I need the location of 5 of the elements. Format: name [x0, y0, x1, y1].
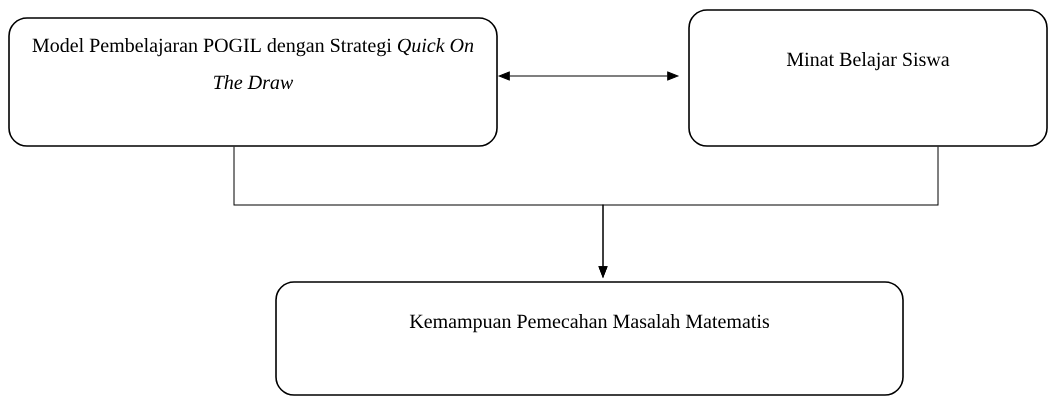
arrow — [598, 146, 939, 278]
rounded-box: Model Pembelajaran POGIL dengan Strategi Quick On The Draw — [8, 17, 498, 147]
rounded-box: Kemampuan Pemecahan Masalah Matematis — [275, 281, 904, 396]
rounded-box: Minat Belajar Siswa — [688, 9, 1048, 147]
arrow — [498, 71, 679, 81]
